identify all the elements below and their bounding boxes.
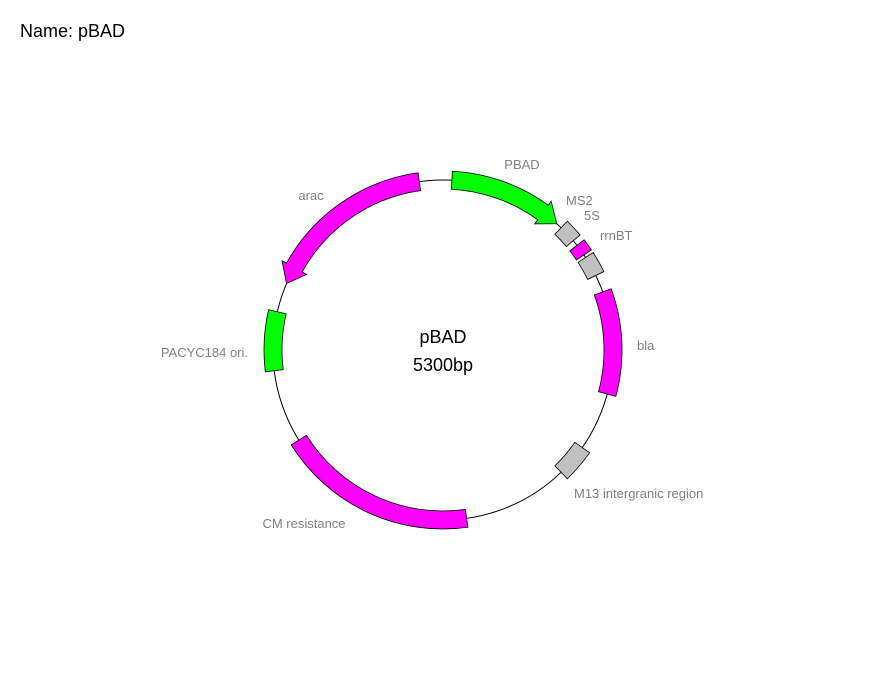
feature-pacyc [263,309,287,373]
feature-pbad [451,170,558,225]
feature-label-m13: M13 intergranic region [574,486,703,501]
feature-arac [281,172,422,285]
feature-cm [290,434,469,530]
feature-label-arac: arac [298,188,324,203]
feature-m13 [554,441,591,480]
feature-rrnbt [577,251,605,280]
feature-label-5s: 5S [584,208,600,223]
feature-label-pacyc: PACYC184 ori. [161,345,248,360]
name-value: pBAD [78,21,126,41]
center-title: pBAD [419,327,466,347]
name-label: Name: [20,21,74,41]
feature-bla [593,288,623,397]
feature-label-pbad: PBAD [504,157,539,172]
feature-label-rrnbt: rrnBT [600,228,633,243]
feature-label-cm: CM resistance [262,516,345,531]
center-size: 5300bp [413,355,473,375]
feature-5s [569,239,592,261]
feature-ms2 [554,220,581,248]
feature-label-ms2: MS2 [566,193,593,208]
feature-label-bla: bla [637,338,655,353]
page-name-heading: Name: pBAD [20,21,125,42]
